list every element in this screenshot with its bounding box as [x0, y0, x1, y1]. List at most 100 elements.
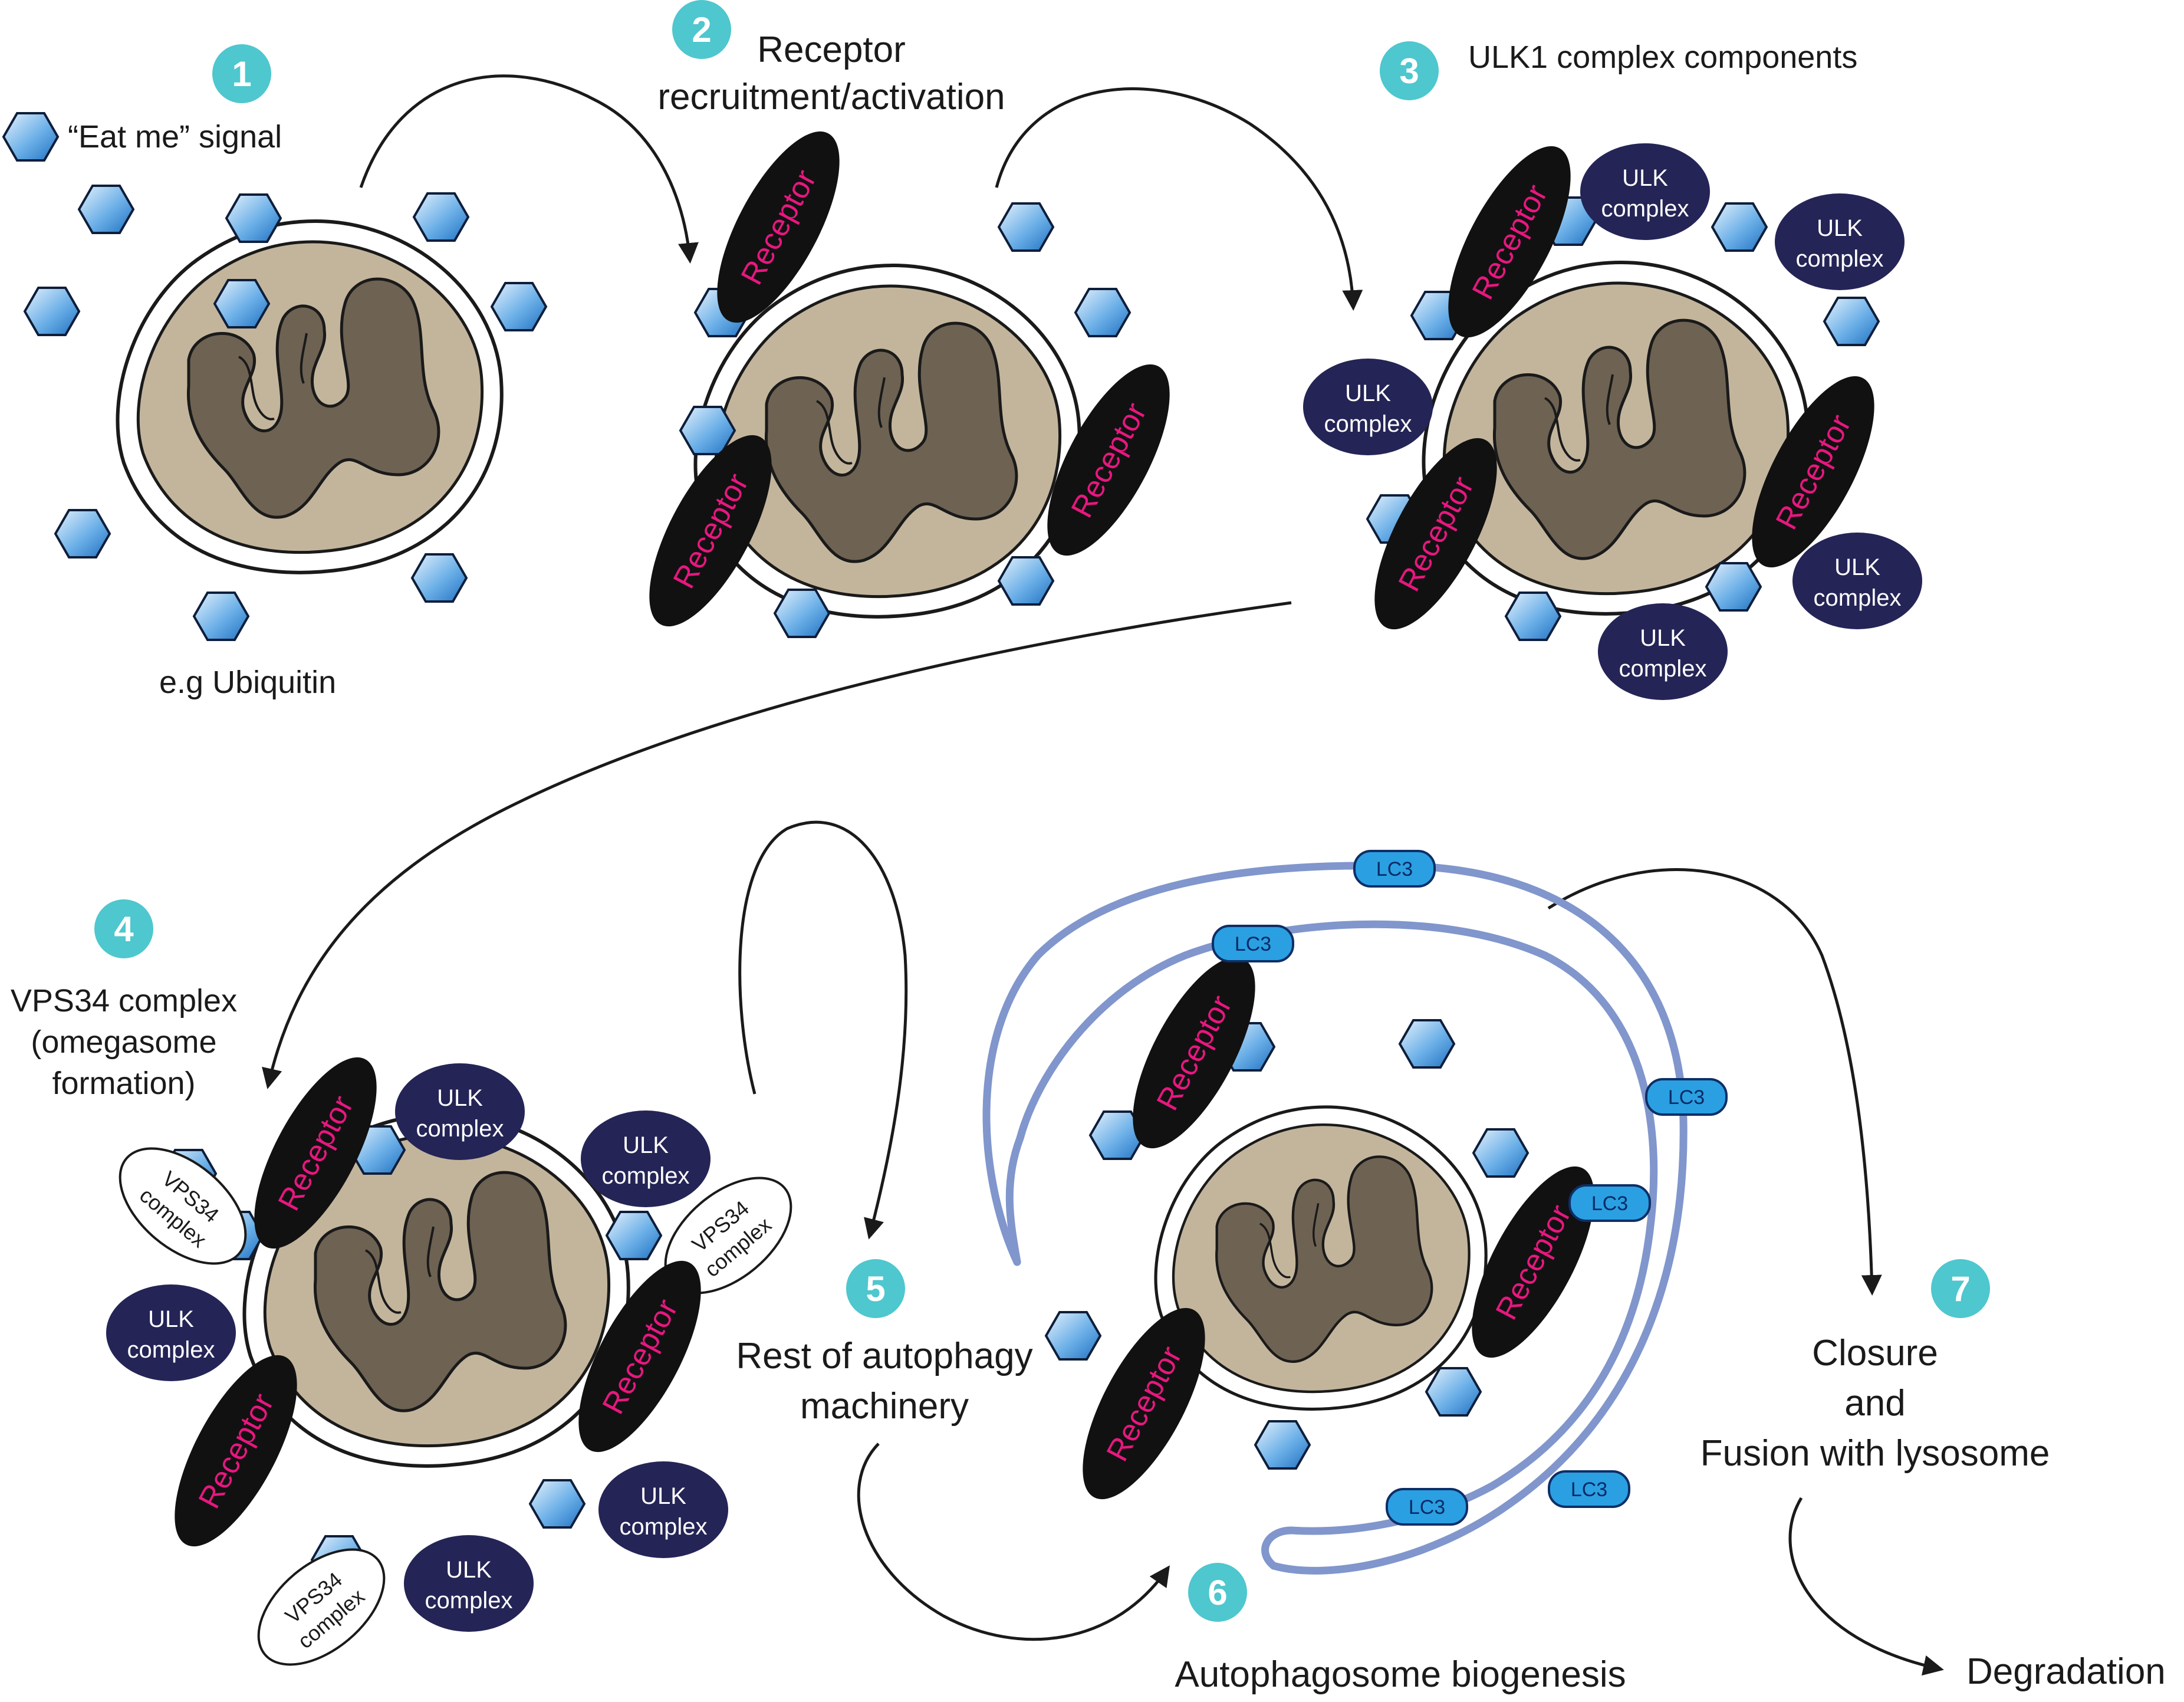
ulk-label-line-2: complex	[1324, 411, 1412, 437]
ulk-label-line-1: ULK	[1640, 625, 1686, 651]
hexagon-icon	[54, 509, 111, 558]
lc3-tag: LC3	[1568, 1184, 1651, 1222]
ulk-complex: ULK complex	[395, 1063, 525, 1160]
cell-step-1	[117, 221, 501, 573]
ulk-label-line-1: ULK	[1834, 554, 1880, 580]
hexagon-icon	[1425, 1367, 1482, 1417]
ulk-complex: ULK complex	[1598, 603, 1728, 700]
ulk-label-line-1: ULK	[446, 1557, 492, 1583]
lc3-label: LC3	[1235, 933, 1271, 955]
hexagon-icon	[491, 282, 547, 331]
ulk-complex: ULK complex	[1792, 533, 1922, 629]
degradation-label: Degradation	[1966, 1651, 2166, 1692]
hexagon-icon	[411, 553, 468, 603]
ulk-label-line-2: complex	[416, 1116, 504, 1142]
svg-text:3: 3	[1399, 51, 1419, 91]
receptors: ReceptorReceptorReceptorReceptorReceptor…	[175, 131, 1874, 1547]
ulk-complexes: ULKcomplexULKcomplexULKcomplexULKcomplex…	[106, 143, 1922, 1632]
hexagon-icon	[1254, 1420, 1311, 1470]
lc3-label: LC3	[1668, 1086, 1705, 1109]
ulk-label-line-2: complex	[1619, 656, 1707, 682]
hexagon-icon	[24, 287, 80, 336]
svg-text:6: 6	[1208, 1573, 1227, 1612]
step-7-caption-line-3: Fusion with lysosome	[1701, 1433, 2050, 1474]
arrow-1-to-2	[359, 74, 699, 264]
step-badge-4: 4	[94, 899, 153, 958]
step-7-caption-line-1: Closure	[1812, 1333, 1938, 1374]
step-4-caption-line-3: formation)	[52, 1066, 195, 1101]
arrow-5-to-6	[857, 1443, 1170, 1641]
ulk-label-line-1: ULK	[1345, 380, 1391, 406]
ulk-label-line-1: ULK	[437, 1085, 483, 1111]
step-badge-5: 5	[846, 1259, 905, 1318]
hexagon-icon	[606, 1211, 662, 1260]
step-2-caption-line-1: Receptor	[757, 29, 906, 70]
receptor: Receptor	[1374, 438, 1497, 630]
membrane-outer	[982, 862, 1688, 1575]
ulk-label-line-2: complex	[127, 1337, 215, 1363]
ulk-label-line-2: complex	[602, 1163, 690, 1189]
ulk-label-line-1: ULK	[640, 1483, 686, 1509]
lc3-tag: LC3	[1212, 925, 1294, 962]
arrow-2-to-3	[995, 87, 1363, 311]
arrow-3-to-4	[262, 601, 1292, 1089]
ulk-label-line-1: ULK	[1622, 165, 1668, 191]
step-badge-6: 6	[1188, 1563, 1247, 1622]
hexagon-icon	[998, 202, 1054, 252]
hexagon-icon	[1505, 592, 1561, 641]
step-4-caption-line-2: (omegasome	[31, 1024, 216, 1060]
svg-text:7: 7	[1951, 1269, 1970, 1309]
hexagon-icon	[1711, 202, 1768, 252]
hexagon-icon	[78, 185, 134, 234]
hexagon-icon	[1823, 297, 1880, 346]
ulk-label-line-2: complex	[1814, 585, 1902, 611]
lc3-label: LC3	[1571, 1478, 1607, 1501]
hexagon-icon	[225, 193, 282, 243]
step-badge-2: 2	[672, 0, 731, 59]
ulk-complex: ULK complex	[581, 1110, 711, 1207]
flow-arrows	[262, 74, 1944, 1676]
lc3-label: LC3	[1409, 1496, 1445, 1519]
legend-signal-label: “Eat me” signal	[68, 119, 282, 155]
cell-step-6	[1156, 1107, 1486, 1409]
hexagon-icon	[1399, 1019, 1455, 1069]
legend-example-label: e.g Ubiquitin	[159, 665, 336, 700]
legend-signal: “Eat me” signal	[2, 112, 282, 162]
arrow-7-to-degradation	[1788, 1497, 1944, 1676]
lc3-label: LC3	[1376, 858, 1413, 880]
ulk-label-line-1: ULK	[1817, 215, 1863, 241]
svg-text:5: 5	[866, 1269, 885, 1309]
lc3-label: LC3	[1591, 1192, 1628, 1215]
ulk-label-line-2: complex	[620, 1514, 708, 1540]
step-2-caption-line-2: recruitment/activation	[657, 77, 1005, 117]
step-badge-3: 3	[1380, 41, 1439, 100]
ulk-complex: ULK complex	[106, 1284, 236, 1381]
lc3-tag: LC3	[1353, 850, 1436, 888]
hexagon-icon	[193, 592, 249, 641]
hexagon-icon	[1045, 1311, 1101, 1361]
hexagon-icon	[774, 589, 830, 638]
step-4-caption-line-1: VPS34 complex	[11, 983, 237, 1018]
ulk-complex: ULK complex	[598, 1461, 728, 1558]
hexagon-icon	[213, 279, 270, 328]
arrow-4-to-5	[738, 820, 908, 1240]
ulk-label-line-1: ULK	[148, 1306, 194, 1332]
ulk-label-line-1: ULK	[623, 1132, 669, 1158]
hexagon-icon	[998, 556, 1054, 606]
hexagon-icon	[1472, 1128, 1529, 1178]
svg-text:2: 2	[692, 10, 711, 50]
svg-text:4: 4	[114, 909, 134, 949]
lc3-tag: LC3	[1548, 1470, 1630, 1508]
ulk-label-line-2: complex	[1796, 246, 1884, 272]
step-3-caption: ULK1 complex components	[1468, 40, 1857, 75]
hexagon-icon	[1705, 562, 1762, 612]
captions: “Eat me” signal e.g Ubiquitin Receptor r…	[2, 29, 2166, 1695]
